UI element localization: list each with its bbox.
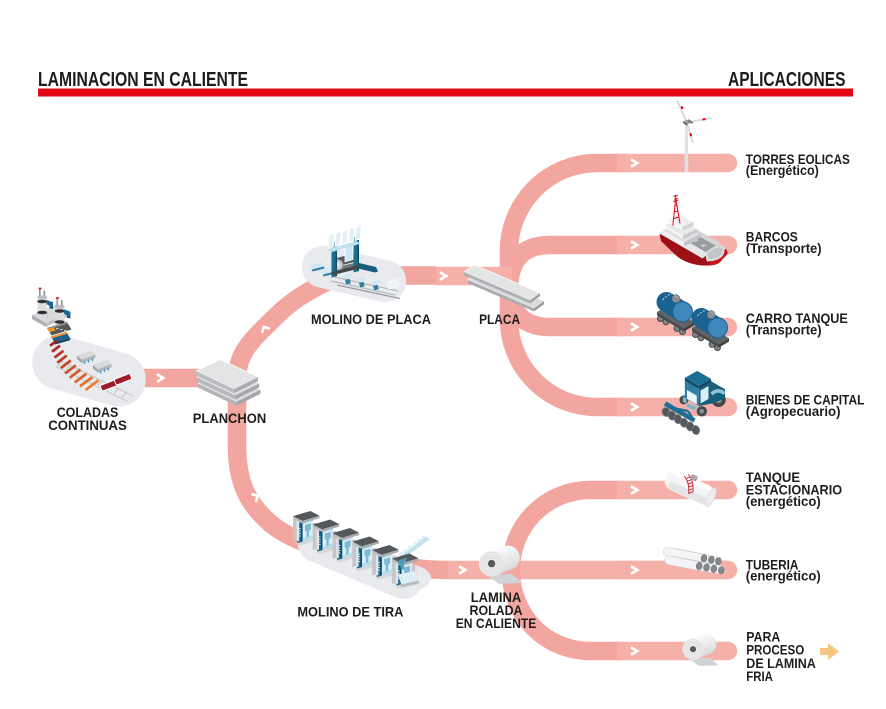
- svg-text:PLANCHON: PLANCHON: [193, 411, 266, 426]
- svg-text:FRIA: FRIA: [746, 669, 773, 684]
- svg-text:(Agropecuario): (Agropecuario): [746, 404, 841, 419]
- svg-text:LAMINA: LAMINA: [471, 590, 522, 605]
- svg-text:(energético): (energético): [746, 494, 821, 509]
- svg-text:EN CALIENTE: EN CALIENTE: [456, 616, 537, 631]
- svg-text:PARA: PARA: [746, 629, 780, 644]
- svg-text:PLACA: PLACA: [479, 312, 520, 327]
- svg-text:COLADAS: COLADAS: [57, 405, 119, 420]
- svg-text:TORRES EOLICAS: TORRES EOLICAS: [746, 152, 850, 167]
- svg-text:(energético): (energético): [746, 568, 821, 583]
- svg-text:(Energético): (Energético): [746, 163, 819, 178]
- svg-text:DE LAMINA: DE LAMINA: [746, 656, 816, 671]
- svg-text:CARRO TANQUE: CARRO TANQUE: [746, 311, 848, 326]
- svg-text:(Transporte): (Transporte): [746, 241, 822, 256]
- svg-text:BIENES DE CAPITAL: BIENES DE CAPITAL: [746, 393, 865, 408]
- svg-text:(Transporte): (Transporte): [746, 322, 822, 337]
- svg-text:LAMINACION EN CALIENTE: LAMINACION EN CALIENTE: [38, 69, 248, 91]
- svg-text:TUBERIA: TUBERIA: [746, 557, 799, 572]
- svg-text:MOLINO DE PLACA: MOLINO DE PLACA: [311, 312, 431, 327]
- svg-text:APLICACIONES: APLICACIONES: [728, 69, 846, 91]
- svg-text:TANQUE: TANQUE: [746, 470, 800, 485]
- svg-text:PROCESO: PROCESO: [746, 643, 804, 658]
- svg-text:BARCOS: BARCOS: [746, 229, 798, 244]
- svg-text:MOLINO DE TIRA: MOLINO DE TIRA: [297, 605, 403, 620]
- svg-text:ESTACIONARIO: ESTACIONARIO: [746, 483, 843, 498]
- svg-text:CONTINUAS: CONTINUAS: [48, 418, 127, 433]
- svg-text:ROLADA: ROLADA: [470, 603, 523, 618]
